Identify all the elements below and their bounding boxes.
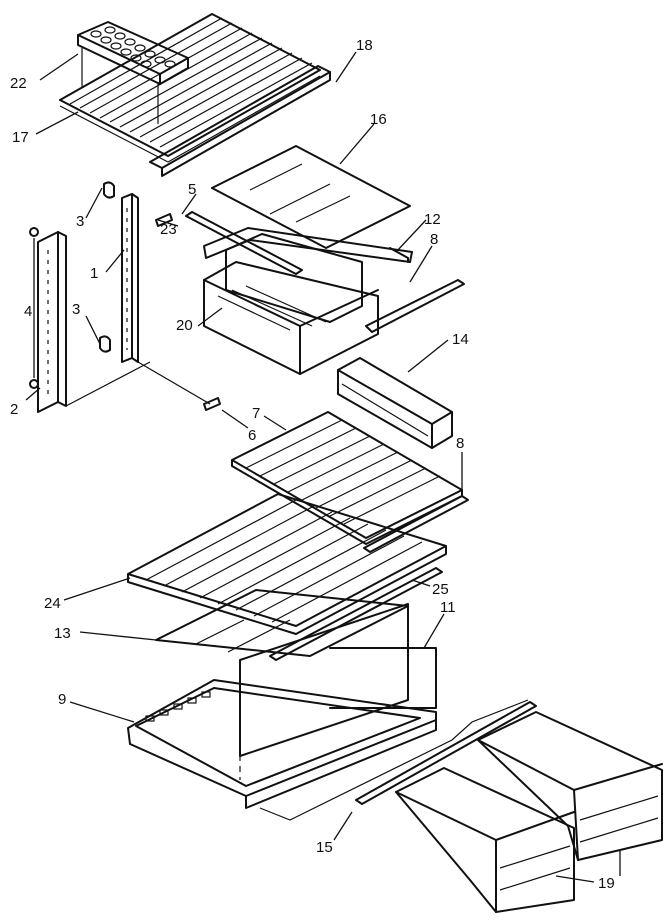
callout-16: 16 — [370, 111, 387, 128]
callout-9: 9 — [58, 691, 66, 708]
callout-8-upper: 8 — [430, 231, 438, 248]
screw-upper — [155, 213, 173, 227]
crisper-rail — [365, 279, 465, 333]
callout-1: 1 — [90, 265, 98, 282]
callout-20: 20 — [176, 317, 193, 334]
callout-23: 23 — [160, 221, 177, 238]
shelf-trim-lower — [269, 567, 443, 661]
crisper-drawer — [203, 233, 379, 375]
callout-3-upper: 3 — [76, 213, 84, 230]
bottom-pan-tray — [127, 679, 437, 809]
leader-lines — [25, 51, 621, 883]
shelf-ladder-right — [99, 181, 139, 363]
callout-11: 11 — [440, 599, 456, 616]
callout-17: 17 — [12, 129, 29, 146]
wire-shelf-lower — [127, 493, 447, 635]
shelf-ladder-left — [29, 227, 67, 413]
assembly-outline — [259, 699, 529, 821]
ice-cube-tray — [77, 21, 189, 85]
callout-12: 12 — [424, 211, 441, 228]
callout-3-lower: 3 — [72, 301, 80, 318]
crisper-drawer-left — [395, 767, 575, 913]
wire-shelf-middle — [231, 411, 463, 545]
freezer-wire-shelf — [59, 13, 321, 163]
callout-labels: 22 17 18 16 5 23 12 8 3 1 4 3 20 14 2 7 … — [10, 37, 615, 892]
callout-5: 5 — [188, 181, 196, 198]
callout-19: 19 — [598, 875, 615, 892]
utility-bin — [337, 357, 453, 449]
callout-15: 15 — [316, 839, 333, 856]
callout-22: 22 — [10, 75, 27, 92]
glass-shelf-upper — [185, 145, 411, 275]
callout-7: 7 — [252, 405, 260, 422]
callout-13: 13 — [54, 625, 71, 642]
callout-18: 18 — [356, 37, 373, 54]
crisper-drawer-right — [477, 711, 663, 861]
callout-14: 14 — [452, 331, 469, 348]
callout-4: 4 — [24, 303, 32, 320]
callout-24: 24 — [44, 595, 61, 612]
callout-25: 25 — [432, 581, 449, 598]
screw-lower — [203, 397, 221, 411]
shelf-front-trim — [149, 65, 331, 177]
callout-2: 2 — [10, 401, 18, 418]
callout-8-lower: 8 — [456, 435, 464, 452]
drawer-slide-rail — [355, 701, 537, 805]
ladder-guide-line — [65, 361, 211, 407]
shelf-rail-middle — [363, 495, 469, 553]
callout-6: 6 — [248, 427, 256, 444]
